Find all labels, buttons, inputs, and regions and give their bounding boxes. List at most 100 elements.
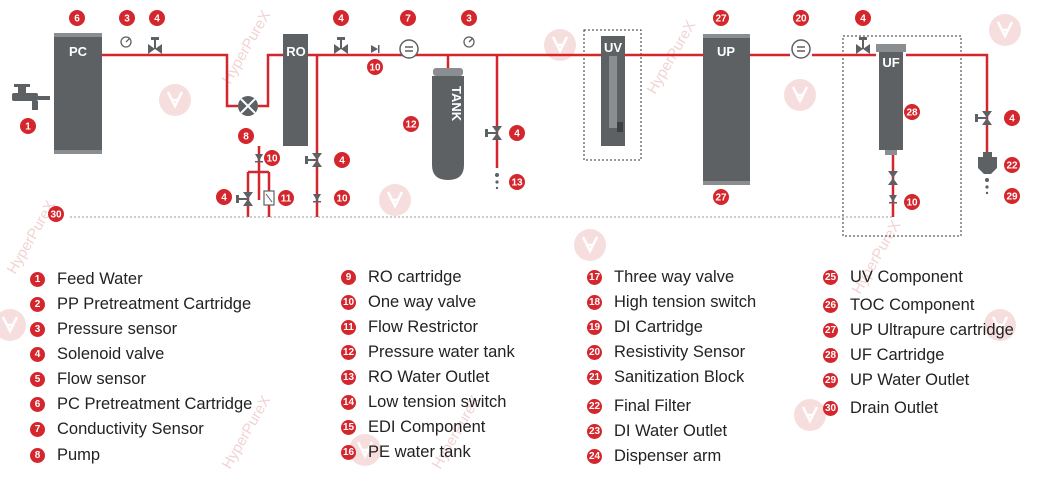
solenoid-valves (148, 37, 992, 206)
legend-item: 6 PC Pretreatment Cartridge (30, 393, 252, 415)
legend-label: Flow sensor (57, 369, 146, 388)
svg-text:8: 8 (243, 132, 249, 143)
legend-label: Dispenser arm (614, 446, 722, 465)
pump-icon (238, 96, 258, 116)
callout-badge: 8 (238, 128, 254, 144)
ro-cartridge: RO (283, 34, 308, 146)
up-label: UP (717, 44, 735, 59)
uv-component: UV (601, 36, 625, 146)
solenoid-valve-icon (485, 126, 502, 140)
svg-text:12: 12 (405, 120, 417, 131)
water-drop-icon (985, 178, 989, 195)
svg-text:4: 4 (860, 14, 866, 25)
legend-label: PC Pretreatment Cartridge (57, 394, 253, 413)
feed-tap-icon (12, 84, 50, 110)
callout-badge: 3 (119, 10, 135, 26)
legend-number: 17 (587, 269, 602, 285)
check-valve-icon (255, 154, 263, 163)
callout-badge: 10 (264, 150, 280, 166)
conductivity-sensor-icon (399, 39, 419, 59)
pressure-tank: TANK (432, 68, 464, 180)
legend-number: 20 (587, 344, 602, 360)
legend-label: DI Water Outlet (614, 421, 728, 440)
pipe-bypass (246, 146, 271, 217)
legend-label: Pressure water tank (368, 342, 515, 361)
svg-text:10: 10 (336, 194, 348, 205)
legend-number: 15 (341, 419, 356, 435)
legend-label: Low tension switch (368, 392, 507, 411)
svg-text:7: 7 (405, 14, 411, 25)
legend-number: 25 (823, 269, 838, 285)
legend-label: TOC Component (850, 295, 975, 314)
legend-number: 12 (341, 344, 356, 360)
callout-badge: 6 (69, 10, 85, 26)
legend-number: 24 (587, 448, 602, 464)
callouts: 1 6 3 4 8 4 10 7 3 12 4 13 10 4 10 4 11 … (20, 10, 1020, 222)
legend-number: 9 (341, 269, 356, 285)
legend-label: RO Water Outlet (368, 367, 490, 386)
callout-badge: 20 (793, 10, 809, 26)
solenoid-valve-icon (856, 37, 870, 54)
callout-badge: 4 (855, 10, 871, 26)
callout-badge: 22 (1004, 157, 1020, 173)
legend-number: 22 (587, 398, 602, 414)
callout-badge: 4 (149, 10, 165, 26)
svg-text:4: 4 (1009, 114, 1015, 125)
callout-badge: 12 (403, 116, 419, 132)
legend-item: 4 Solenoid valve (30, 343, 164, 365)
legend-item: 23 DI Water Outlet (587, 420, 727, 442)
svg-text:10: 10 (906, 198, 918, 209)
legend-number: 5 (30, 371, 45, 387)
legend-label: One way valve (368, 292, 477, 311)
legend-number: 23 (587, 423, 602, 439)
legend-item: 27 UP Ultrapure cartridge (823, 319, 1014, 341)
legend-item: 24 Dispenser arm (587, 445, 721, 467)
pipe-uf-out (906, 53, 989, 152)
watermark-logo (792, 397, 828, 433)
watermark-logo (0, 307, 28, 343)
legend-label: RO cartridge (368, 267, 462, 286)
legend-number: 29 (823, 372, 838, 388)
callout-badge: 4 (1004, 110, 1020, 126)
pipe-pump-to-ro (258, 53, 283, 108)
callout-badge: 11 (278, 190, 294, 206)
svg-text:4: 4 (339, 156, 345, 167)
final-filter-icon (978, 152, 997, 174)
callout-badge: 1 (20, 118, 36, 134)
legend-label: PE water tank (368, 442, 471, 461)
svg-text:11: 11 (281, 194, 292, 205)
legend-number: 28 (823, 347, 838, 363)
callout-badge: 27 (713, 189, 729, 205)
legend-number: 6 (30, 396, 45, 412)
legend-label: Drain Outlet (850, 398, 939, 417)
water-drop-icon (495, 173, 499, 190)
legend-item: 5 Flow sensor (30, 368, 146, 390)
legend-label: UP Ultrapure cartridge (850, 320, 1014, 339)
solenoid-valve-icon (305, 153, 322, 167)
legend-number: 3 (30, 321, 45, 337)
legend-item: 12 Pressure water tank (341, 341, 515, 363)
legend-number: 4 (30, 346, 45, 362)
legend-number: 27 (823, 322, 838, 338)
pipe-pc-to-pump (102, 53, 238, 108)
svg-text:3: 3 (466, 14, 472, 25)
watermark-logo (782, 77, 818, 113)
svg-text:4: 4 (514, 129, 520, 140)
legend-number: 13 (341, 369, 356, 385)
legend-label: Solenoid valve (57, 344, 165, 363)
legend-label: DI Cartridge (614, 317, 703, 336)
